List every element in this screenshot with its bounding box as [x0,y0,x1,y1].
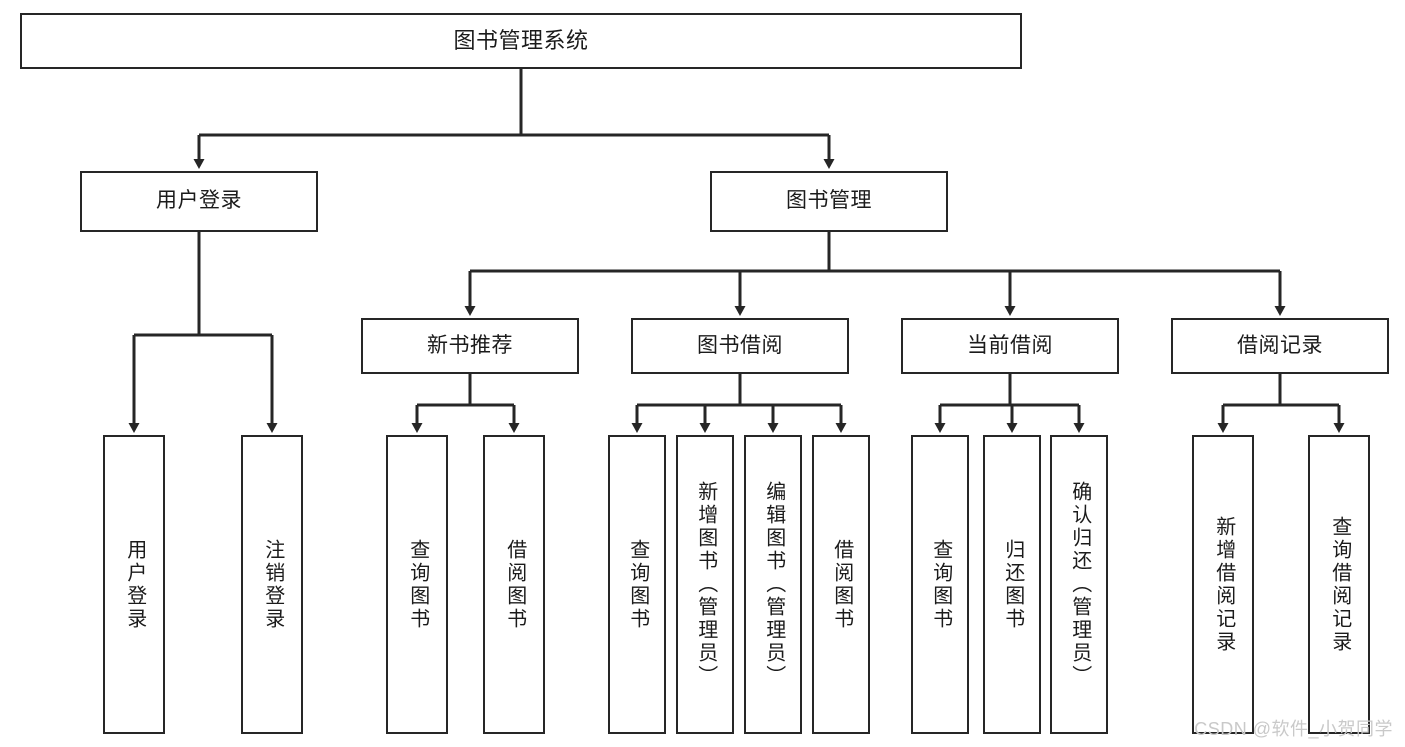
node-current[interactable]: 当前借阅 [901,318,1119,374]
node-leaf-rec-add[interactable]: 新增借阅记录 [1192,435,1254,734]
node-label: 归还图书 [1001,538,1024,631]
node-newbook[interactable]: 新书推荐 [361,318,579,374]
node-label: 用户登录 [156,189,242,213]
node-label: 新书推荐 [427,333,513,357]
node-label: 借阅图书 [503,538,526,631]
node-label: 图书管理 [786,189,872,213]
node-label: 查询借阅记录 [1328,515,1351,654]
node-label: 新增图书（管理员） [694,481,717,688]
node-label: 图书借阅 [697,333,783,357]
node-leaf-borrow-edit[interactable]: 编辑图书（管理员） [744,435,802,734]
node-leaf-borrow-add[interactable]: 新增图书（管理员） [676,435,734,734]
node-label: 借阅记录 [1237,333,1323,357]
node-label: 查询图书 [626,538,649,631]
node-label: 查询图书 [406,538,429,631]
node-records[interactable]: 借阅记录 [1171,318,1389,374]
node-label: 新增借阅记录 [1212,515,1235,654]
node-root[interactable]: 图书管理系统 [20,13,1022,69]
node-label: 借阅图书 [830,538,853,631]
node-leaf-logout[interactable]: 注销登录 [241,435,303,734]
node-label: 注销登录 [261,538,284,631]
node-leaf-borrow-lend[interactable]: 借阅图书 [812,435,870,734]
connector-group [128,69,1345,433]
node-bookmgmt[interactable]: 图书管理 [710,171,948,232]
node-login[interactable]: 用户登录 [80,171,318,232]
node-label: 确认归还（管理员） [1068,481,1091,688]
node-leaf-cur-query[interactable]: 查询图书 [911,435,969,734]
node-label: 图书管理系统 [453,28,589,54]
node-leaf-new-borrow[interactable]: 借阅图书 [483,435,545,734]
node-label: 编辑图书（管理员） [762,481,785,688]
node-leaf-user-login[interactable]: 用户登录 [103,435,165,734]
node-leaf-cur-return[interactable]: 归还图书 [983,435,1041,734]
node-borrow[interactable]: 图书借阅 [631,318,849,374]
node-label: 用户登录 [123,538,146,631]
node-leaf-cur-confirm[interactable]: 确认归还（管理员） [1050,435,1108,734]
node-leaf-borrow-query[interactable]: 查询图书 [608,435,666,734]
node-leaf-new-query[interactable]: 查询图书 [386,435,448,734]
node-label: 查询图书 [929,538,952,631]
node-label: 当前借阅 [967,333,1053,357]
node-leaf-rec-query[interactable]: 查询借阅记录 [1308,435,1370,734]
